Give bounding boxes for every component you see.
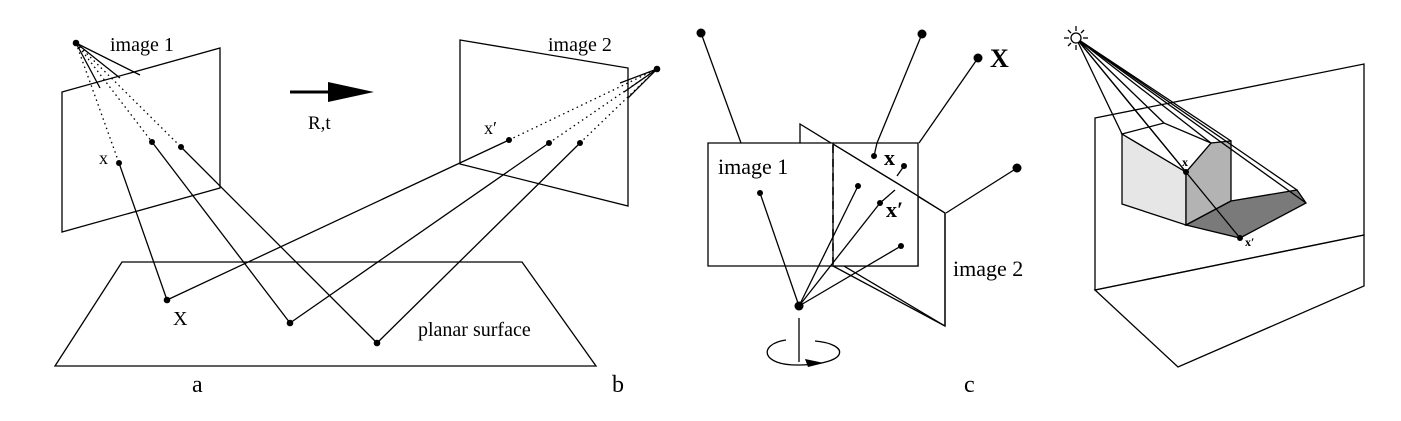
surface-point-2	[286, 319, 294, 327]
c-ray-X	[918, 57, 979, 144]
c-scene-point-4	[1012, 163, 1022, 173]
c-point-xprime-label: x′	[886, 197, 903, 222]
c-img-point-b	[855, 183, 861, 189]
c-img-point-d	[898, 243, 904, 249]
panel-a-letter: a	[192, 372, 203, 398]
ray-p3-to-s3	[180, 146, 378, 344]
c-image2-label: image 2	[953, 256, 1023, 281]
sun-icon	[1064, 26, 1088, 50]
d-face-dark	[1184, 189, 1307, 239]
d-point-xprime-label: x′	[1245, 235, 1254, 249]
d-ray-3	[1075, 37, 1241, 239]
ray-s2-to-q2	[289, 142, 550, 324]
point-q3	[577, 140, 583, 146]
ray-c2-stub2	[623, 68, 658, 93]
camera1-centre	[72, 39, 80, 47]
c-point-X-label: X	[990, 44, 1009, 73]
c-ray-centre-b	[798, 185, 859, 307]
panel-d: x x′	[1064, 26, 1365, 368]
c-image2-edge-bottom	[832, 265, 946, 327]
c-img-point-a	[757, 190, 763, 196]
d-point-xprime	[1237, 235, 1243, 241]
image2-plane	[459, 39, 629, 207]
d-point-x	[1183, 169, 1189, 175]
c-ray-p1	[700, 32, 742, 144]
motion-label: R,t	[308, 113, 331, 134]
ray-c1-stub3	[75, 42, 141, 76]
ray-c2-stub3	[627, 68, 658, 99]
point-x	[116, 160, 122, 166]
surface-point-3	[373, 339, 381, 347]
c-ray-centre-c	[798, 202, 881, 307]
ray-X-to-xprime	[166, 139, 510, 301]
panel-c: X image 1 x x′ image 2 c	[696, 28, 1023, 398]
c-image2-edge-top	[917, 195, 946, 214]
point-p3	[178, 144, 184, 150]
c-ray-p2	[876, 33, 923, 144]
image1-label: image 1	[110, 34, 174, 56]
surface-point-X	[163, 296, 171, 304]
d-point-x-label: x	[1182, 155, 1188, 169]
c-scene-point-2	[917, 29, 927, 39]
ray-c2-xprime	[508, 68, 658, 141]
camera2-centre	[653, 65, 661, 73]
point-xprime-label: x′	[484, 118, 497, 138]
c-rotation-ellipse	[766, 339, 841, 366]
panel-b-letter: b	[612, 372, 624, 398]
motion-arrow-head	[328, 82, 374, 102]
c-scene-point-1	[696, 28, 706, 38]
ray-c1-x	[75, 42, 120, 164]
ray-c1-stub2	[75, 42, 121, 79]
d-ray-7	[1075, 37, 1307, 204]
ray-x-to-X	[118, 162, 168, 301]
point-p2	[149, 139, 155, 145]
d-ground-plane	[1093, 234, 1365, 368]
point-xprime	[506, 137, 512, 143]
c-panel-letter: c	[964, 372, 975, 398]
point-x-label: x	[99, 148, 108, 168]
c-camera-centre	[794, 301, 804, 311]
c-scene-point-X	[973, 53, 983, 63]
point-q2	[546, 140, 552, 146]
surface-label: planar surface	[418, 319, 531, 341]
image1-plane	[61, 47, 221, 233]
c-image1-label: image 1	[718, 154, 788, 179]
ray-c2-q2	[548, 68, 658, 144]
d-ray-4	[1075, 37, 1212, 144]
ray-c1-p3	[75, 42, 182, 148]
image2-label: image 2	[548, 34, 612, 56]
c-rotation-arrowhead	[805, 359, 824, 367]
c-ray-centre-a	[759, 192, 800, 307]
c-image2-edge-top-inner	[832, 143, 919, 197]
c-point-x-label: x	[884, 145, 895, 170]
planar-surface	[53, 261, 598, 367]
c-ray-p4	[945, 167, 1018, 214]
c-img-point-x	[871, 153, 877, 159]
ray-s3-to-q3	[376, 142, 581, 344]
panel-ab: image 1 image 2 R,t x x′ X planar surfac…	[53, 34, 661, 398]
ray-p2-to-s2	[151, 141, 291, 324]
ray-c2-stub1	[619, 68, 658, 84]
d-ray-1	[1075, 37, 1123, 135]
ray-c1-p2	[75, 42, 153, 143]
c-ray-centre-d	[798, 245, 902, 307]
c-ray-xprime-stub	[879, 189, 896, 204]
c-img-point-xprime	[877, 200, 883, 206]
d-ray-8	[1075, 37, 1165, 124]
point-X-label: X	[173, 308, 188, 330]
d-ray-6	[1075, 37, 1298, 191]
ray-c1-stub1	[75, 42, 101, 89]
c-img-point-x2	[901, 163, 907, 169]
